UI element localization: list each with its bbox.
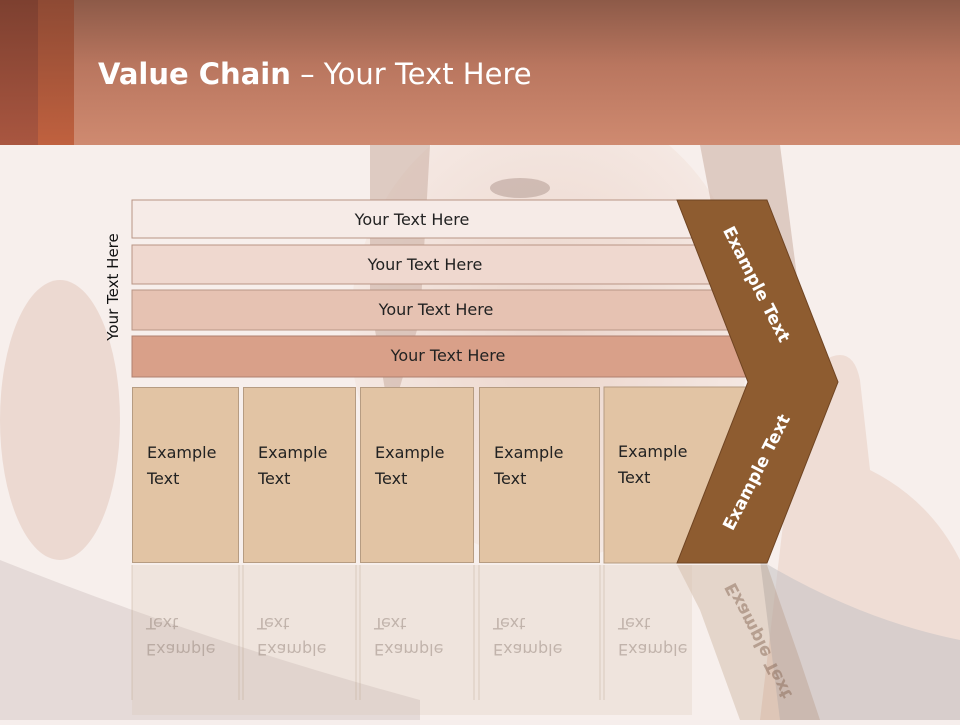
column-3-line1: Example [375,443,445,462]
row-2: Your Text Here [132,245,718,283]
column-2-line1: Example [258,443,328,462]
column-3-line2: Text [375,469,408,488]
chevron-arrow [676,199,839,564]
row-3: Your Text Here [132,290,740,328]
header-accent-block [0,0,38,145]
column-5-line2: Text [618,468,651,487]
column-4-line1: Example [494,443,564,462]
column-5-line1: Example [618,442,688,461]
column-1-line1: Example [147,443,217,462]
title-bold: Value Chain [98,57,291,91]
chevron-arrow-reflection [677,565,820,720]
row-4-label: Your Text Here [390,345,506,365]
column-1-line2: Text [147,469,180,488]
header-accent-block [38,0,74,145]
column-2-line2: Text [258,469,291,488]
header-band: Value Chain – Your Text Here [0,0,960,145]
column-4-line2: Text [494,469,527,488]
row-2-label: Your Text Here [367,254,483,274]
row-3-label: Your Text Here [378,299,494,319]
row-1: Your Text Here [132,200,692,238]
row-4: Your Text Here [132,336,764,374]
title-rest: – Your Text Here [290,57,532,91]
row-1-label: Your Text Here [354,209,470,229]
columns-reflection-shade [132,565,692,715]
page-title: Value Chain – Your Text Here [98,54,532,94]
